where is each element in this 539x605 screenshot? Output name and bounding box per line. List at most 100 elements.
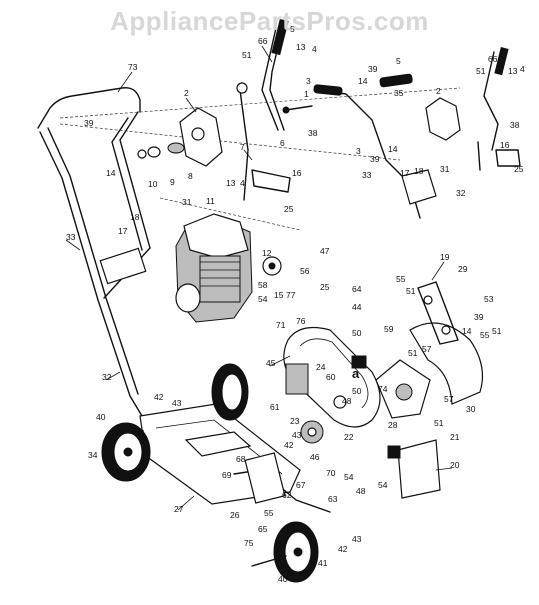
- callout-2: 2: [436, 86, 441, 96]
- callout-42: 42: [338, 544, 348, 554]
- callout-5: 5: [290, 24, 295, 34]
- wheel-left: [101, 422, 151, 482]
- callout-3: 3: [356, 146, 361, 156]
- callout-51: 51: [406, 286, 416, 296]
- callout-13: 13: [508, 66, 518, 76]
- belt-plate-20: [351, 355, 441, 499]
- callout-41: 41: [136, 428, 146, 438]
- callout-74: 74: [378, 384, 388, 394]
- callout-59: 59: [384, 324, 394, 334]
- callout-71: 71: [276, 320, 286, 330]
- callout-42: 42: [154, 392, 164, 402]
- wheel-front: [251, 521, 319, 583]
- callout-56: 56: [300, 266, 310, 276]
- callout-21: 21: [450, 432, 460, 442]
- callout-29: 29: [458, 264, 468, 274]
- callout-39: 39: [474, 312, 484, 322]
- callout-labels: 73 66 5 51 13 4 3 1 2 39 14 10 9 8 7 6 3…: [66, 24, 525, 584]
- callout-61: 61: [270, 402, 280, 412]
- callout-14: 14: [358, 76, 368, 86]
- callout-44: 44: [352, 302, 362, 312]
- callout-33: 33: [66, 232, 76, 242]
- inset-handle-detail: [313, 47, 521, 219]
- callout-51: 51: [476, 66, 486, 76]
- callout-66: 66: [258, 36, 268, 46]
- callout-31: 31: [440, 164, 450, 174]
- upper-bracket: [137, 105, 313, 167]
- callout-34: 34: [88, 450, 98, 460]
- callout-51: 51: [492, 326, 502, 336]
- callout-62: 62: [282, 490, 292, 500]
- wheel-rear: [211, 363, 249, 421]
- callout-a: a: [352, 366, 360, 381]
- callout-24: 24: [316, 362, 326, 372]
- callout-39: 39: [370, 154, 380, 164]
- callout-47: 47: [320, 246, 330, 256]
- callout-25: 25: [320, 282, 330, 292]
- callout-55: 55: [480, 330, 490, 340]
- callout-57: 57: [422, 344, 432, 354]
- callout-38: 38: [510, 120, 520, 130]
- callout-14: 14: [106, 168, 116, 178]
- callout-57: 57: [444, 394, 454, 404]
- callout-46: 46: [310, 452, 320, 462]
- handle-assembly: [37, 87, 151, 417]
- callout-68: 68: [236, 454, 246, 464]
- callout-16: 16: [500, 140, 510, 150]
- callout-50: 50: [352, 386, 362, 396]
- callout-18: 18: [414, 166, 424, 176]
- callout-1: 1: [304, 89, 309, 99]
- callout-4: 4: [312, 44, 317, 54]
- callout-40: 40: [278, 574, 288, 584]
- callout-23: 23: [290, 416, 300, 426]
- callout-70: 70: [326, 468, 336, 478]
- callout-43: 43: [352, 534, 362, 544]
- callout-a: a: [392, 446, 400, 461]
- callout-39: 39: [84, 118, 94, 128]
- callout-13: 13: [226, 178, 236, 188]
- callout-14: 14: [388, 144, 398, 154]
- callout-6: 6: [280, 138, 285, 148]
- callout-77: 77: [286, 290, 296, 300]
- callout-51: 51: [408, 348, 418, 358]
- callout-13: 13: [296, 42, 306, 52]
- callout-69: 69: [222, 470, 232, 480]
- callout-67: 67: [296, 480, 306, 490]
- watermark: AppliancePartsPros.com: [110, 6, 429, 36]
- callout-11: 11: [206, 196, 215, 206]
- callout-2: 2: [184, 88, 189, 98]
- engine: [175, 213, 282, 323]
- callout-25: 25: [514, 164, 524, 174]
- callout-22: 22: [344, 432, 354, 442]
- control-levers: [59, 18, 461, 231]
- drive-housing: [283, 327, 381, 444]
- callout-54: 54: [344, 472, 354, 482]
- callout-17: 17: [118, 226, 128, 236]
- callout-65: 65: [258, 524, 268, 534]
- callout-60: 60: [326, 372, 336, 382]
- callout-12: 12: [262, 248, 272, 258]
- callout-64: 64: [352, 284, 362, 294]
- callout-63: 63: [328, 494, 338, 504]
- callout-17: 17: [400, 168, 410, 178]
- callout-41: 41: [318, 558, 328, 568]
- callout-20: 20: [450, 460, 460, 470]
- callout-55: 55: [396, 274, 406, 284]
- callout-4: 4: [240, 178, 245, 188]
- callout-43: 43: [292, 430, 302, 440]
- callout-28: 28: [388, 420, 398, 430]
- blade-guard: [375, 281, 483, 419]
- callout-58: 58: [258, 280, 268, 290]
- callout-7: 7: [240, 142, 245, 152]
- callout-43: 43: [172, 398, 182, 408]
- callout-32: 32: [456, 188, 466, 198]
- callout-48: 48: [356, 486, 366, 496]
- callout-32: 32: [102, 372, 112, 382]
- callout-48: 48: [342, 396, 352, 406]
- callout-54: 54: [258, 294, 268, 304]
- callout-8: 8: [188, 171, 193, 181]
- callout-51: 51: [434, 418, 444, 428]
- callout-18: 18: [130, 212, 140, 222]
